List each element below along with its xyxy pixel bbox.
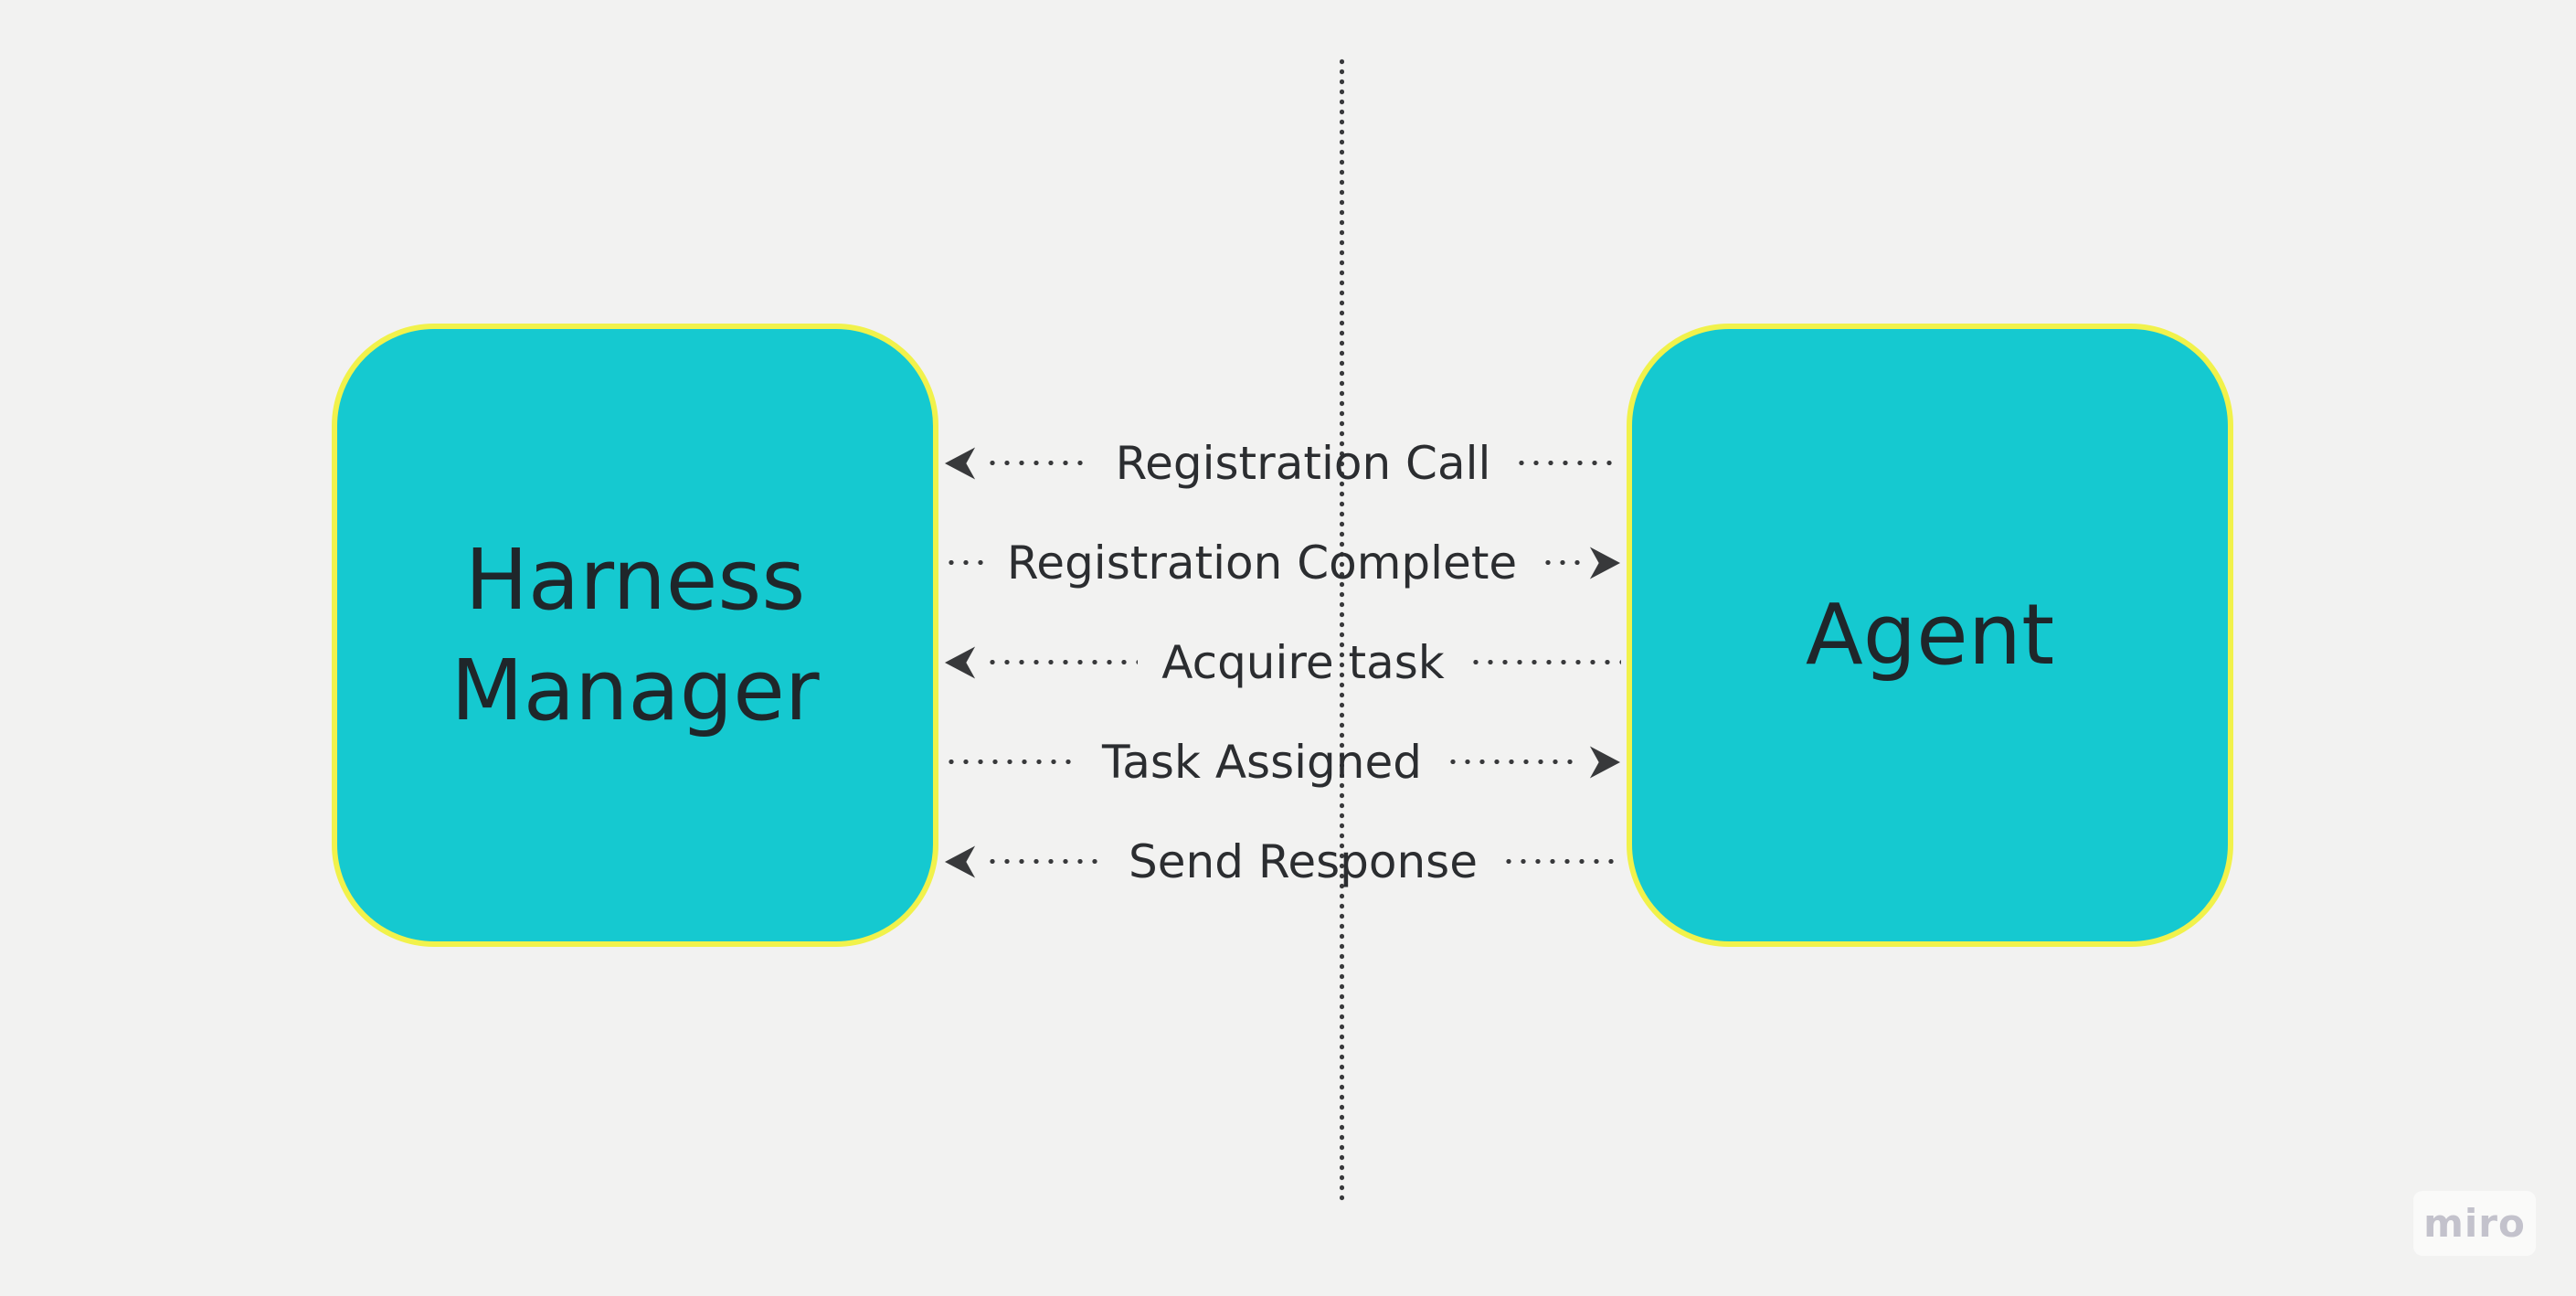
dotted-connector bbox=[1445, 760, 1580, 764]
message-row: Registration Complete bbox=[944, 513, 1621, 612]
dotted-connector bbox=[1514, 461, 1621, 465]
node-agent: Agent bbox=[1627, 324, 2233, 947]
dotted-connector bbox=[1541, 560, 1580, 565]
miro-logo-text: miro bbox=[2423, 1201, 2526, 1246]
message-label: Registration Call bbox=[1115, 436, 1491, 490]
dotted-connector bbox=[985, 461, 1092, 465]
message-row: Acquire task bbox=[944, 612, 1621, 712]
dotted-connector bbox=[985, 660, 1139, 664]
arrowhead-left-icon bbox=[944, 446, 976, 480]
arrowhead-left-icon bbox=[944, 845, 976, 878]
node-harness-manager: Harness Manager bbox=[332, 324, 938, 947]
dotted-connector bbox=[944, 560, 983, 565]
arrowhead-left-icon bbox=[944, 645, 976, 679]
miro-watermark: miro bbox=[2413, 1191, 2536, 1256]
arrowhead-right-icon bbox=[1589, 546, 1621, 579]
message-row: Send Response bbox=[944, 812, 1621, 911]
center-lifeline-dotted bbox=[1340, 57, 1344, 1202]
dotted-connector bbox=[985, 859, 1106, 864]
arrowhead-right-icon bbox=[1589, 745, 1621, 779]
message-label: Task Assigned bbox=[1102, 735, 1422, 789]
message-row: Task Assigned bbox=[944, 712, 1621, 812]
dotted-connector bbox=[1468, 660, 1621, 664]
node-agent-label: Agent bbox=[1805, 586, 2055, 685]
message-label: Send Response bbox=[1129, 834, 1478, 888]
message-label: Acquire task bbox=[1161, 635, 1445, 689]
dotted-connector bbox=[944, 760, 1079, 764]
message-row: Registration Call bbox=[944, 413, 1621, 513]
node-harness-manager-label: Harness Manager bbox=[451, 530, 820, 739]
dotted-connector bbox=[1500, 859, 1621, 864]
message-label: Registration Complete bbox=[1006, 536, 1518, 590]
